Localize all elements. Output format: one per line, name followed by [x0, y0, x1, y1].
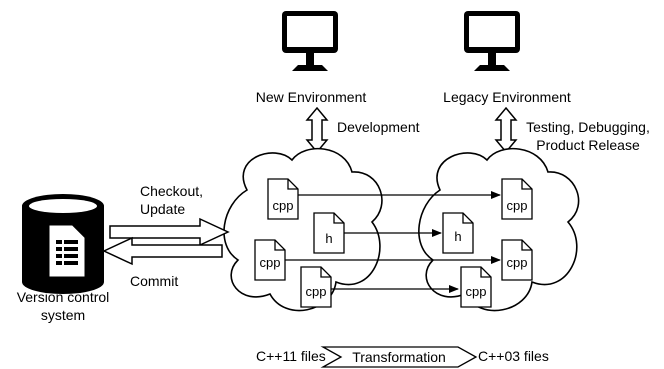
right-cloud-icon	[418, 147, 580, 312]
new-environment-monitor-icon	[282, 11, 338, 71]
transform-arrows	[282, 191, 501, 293]
testing-label-line2: Product Release	[536, 137, 640, 153]
checkout-label-line1: Checkout,	[140, 183, 203, 199]
vcs-label-line2: system	[41, 307, 85, 323]
development-double-arrow	[305, 106, 329, 154]
development-label: Development	[337, 119, 420, 135]
commit-label: Commit	[130, 273, 178, 289]
left-h-file-label: h	[325, 231, 332, 246]
new-environment-label: New Environment	[256, 89, 367, 105]
checkout-label-line2: Update	[140, 201, 185, 217]
left-cpp-file-2-label: cpp	[260, 255, 281, 270]
transformation-chevron	[320, 346, 478, 368]
legacy-environment-monitor-icon	[464, 11, 520, 71]
vcs-label-line1: Version control	[17, 289, 110, 305]
transformation-label: Transformation	[352, 349, 446, 365]
right-cpp-file-3-label: cpp	[466, 284, 487, 299]
testing-label-line1: Testing, Debugging,	[526, 119, 650, 135]
left-cpp-file-3-label: cpp	[306, 284, 327, 299]
commit-arrow	[102, 236, 223, 266]
right-cpp-file-1-label: cpp	[507, 198, 528, 213]
right-cpp-file-2-label: cpp	[507, 255, 528, 270]
cpp03-files-label: C++03 files	[478, 348, 549, 364]
document-icon	[49, 225, 85, 277]
testing-double-arrow	[494, 106, 518, 154]
right-h-file-label: h	[454, 229, 461, 244]
legacy-environment-label: Legacy Environment	[443, 89, 571, 105]
left-cpp-file-1-label: cpp	[273, 198, 294, 213]
cpp11-files-label: C++11 files	[256, 348, 326, 364]
checkout-arrow	[109, 217, 230, 247]
